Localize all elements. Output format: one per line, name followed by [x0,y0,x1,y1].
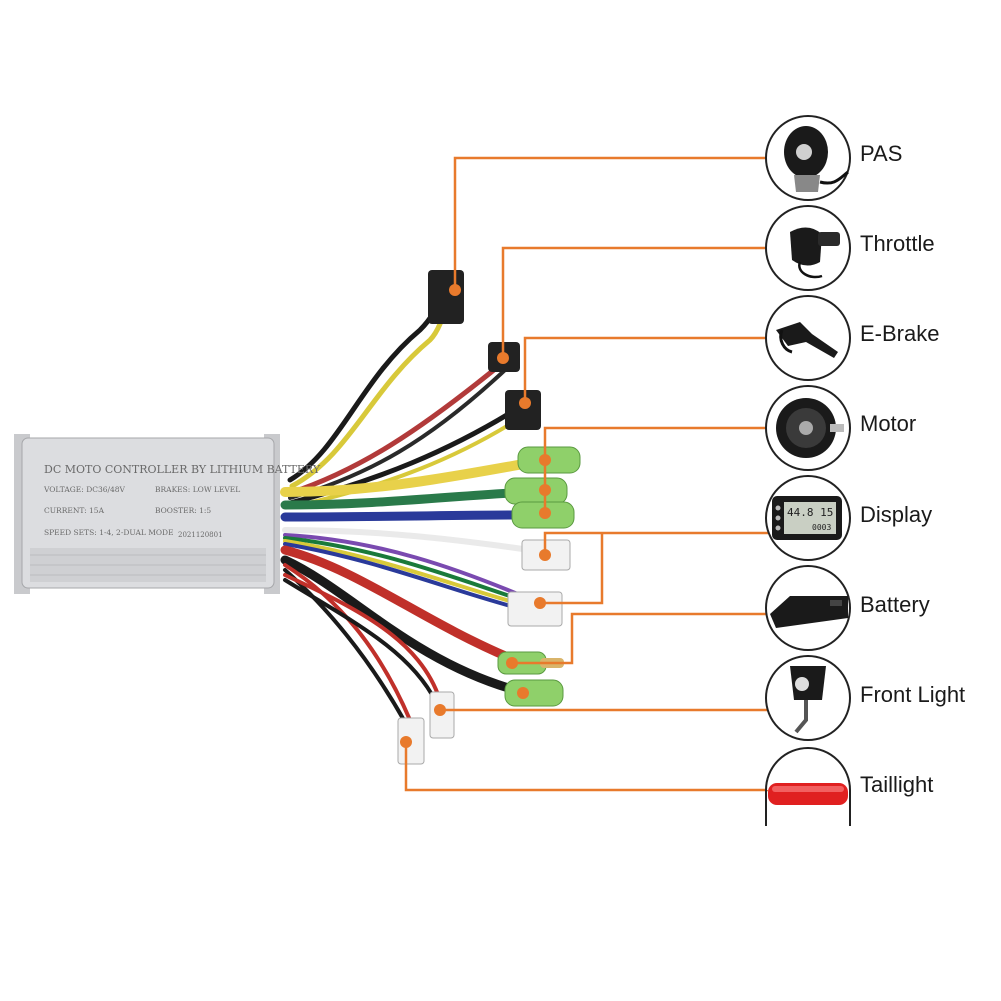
controller-booster: BOOSTER: 1:5 [155,506,211,515]
label-taillight: Taillight [860,772,934,797]
controller-speed: SPEED SETS: 1-4, 2-DUAL MODE [44,528,174,537]
ebrake-connector [505,390,541,430]
dot-pas [449,284,461,296]
controller-current: CURRENT: 15A [44,506,105,515]
controller-voltage: VOLTAGE: DC36/48V [43,485,126,494]
battery-pack-icon [765,565,851,651]
throttle-icon [765,205,851,291]
label-throttle: Throttle [860,231,935,256]
label-frontlight: Front Light [860,682,966,707]
dot-display-2 [534,597,546,609]
dot-motor-1 [539,454,551,466]
label-ebrake: E-Brake [860,321,940,346]
label-display: Display [860,502,933,527]
controller-serial: 2021120801 [178,531,223,539]
label-battery: Battery [860,592,930,617]
leader-dots [400,284,551,748]
hub-motor-icon [765,385,851,471]
dot-motor-3 [539,507,551,519]
dot-battery-2 [517,687,529,699]
dot-frontlight [434,704,446,716]
dot-taillight [400,736,412,748]
label-pas: PAS [860,141,903,166]
leader-display-2 [542,533,604,605]
headlight-icon [765,655,851,741]
dot-display-1 [539,549,551,561]
dot-motor-2 [539,484,551,496]
wire-bundle [280,287,540,724]
leader-lines [404,156,768,792]
pas-connector [428,270,464,324]
dot-ebrake [519,397,531,409]
display-connector [507,591,563,627]
battery-connector-black [504,679,564,707]
leader-pas [453,156,768,290]
display-icon-bottom: 0003 [812,523,831,532]
component-icons: 44.8 15 0003 [765,115,851,826]
dot-throttle [497,352,509,364]
brake-lever-icon [765,295,851,381]
leader-display [543,531,768,555]
leader-taillight [404,742,768,792]
display-icon-top: 44.8 15 [787,506,833,519]
taillight-icon [765,747,851,826]
leader-throttle [501,246,768,358]
leader-motor [543,426,768,518]
controller-brakes: BRAKES: LOW LEVEL [155,485,240,494]
pas-sensor-icon [765,115,851,201]
controller-title: DC MOTO CONTROLLER BY LITHIUM BATTERY [44,463,321,476]
motor-connector-green [504,477,568,505]
lcd-display-icon: 44.8 15 0003 [765,475,851,561]
controller-box: DC MOTO CONTROLLER BY LITHIUM BATTERY VO… [14,434,321,594]
leader-ebrake [523,336,768,403]
dot-battery-1 [506,657,518,669]
leader-battery [512,612,768,665]
label-motor: Motor [860,411,917,436]
